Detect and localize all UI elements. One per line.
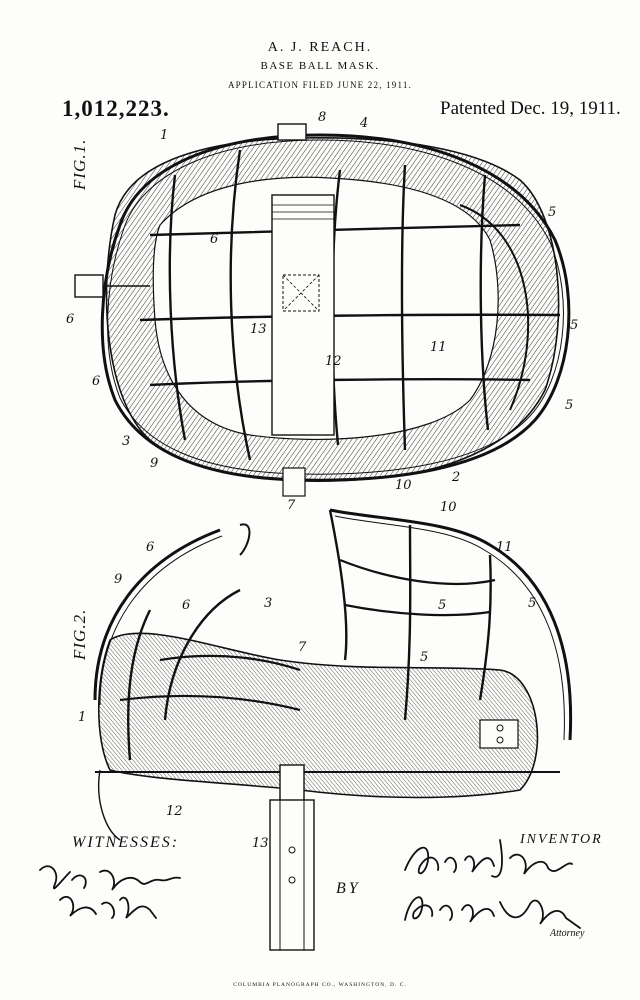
fig1-ref: 9: [150, 456, 159, 471]
fig1-ref: 6: [210, 232, 219, 247]
fig2-ref: 9: [114, 572, 123, 587]
witnesses-label: WITNESSES:: [72, 834, 180, 851]
fig1-ref: 6: [92, 374, 101, 389]
fig1-ref: 7: [287, 498, 296, 513]
fig1-ref: 13: [250, 322, 267, 337]
printer-imprint: COLUMBIA PLANOGRAPH CO., WASHINGTON, D. …: [233, 982, 407, 988]
fig2-ref: 5: [420, 650, 429, 665]
fig1-ref: 3: [122, 434, 131, 449]
patent-number: 1,012,223.: [62, 96, 170, 121]
fig2-ref: 3: [264, 596, 273, 611]
fig1-ref: 6: [66, 312, 75, 327]
fig1-ref: 1: [160, 128, 169, 143]
fig1-ref: 5: [565, 398, 574, 413]
fig1-mask-front-view: [74, 123, 571, 497]
fig2-ref: 1: [78, 710, 87, 725]
by-label: BY: [336, 880, 361, 897]
witness-signature-1: [39, 865, 181, 891]
fig2-ref: 13: [252, 836, 269, 851]
inventor-name: A. J. REACH.: [267, 40, 373, 55]
inventor-label: INVENTOR: [520, 832, 603, 847]
inventor-signature: [404, 839, 573, 878]
fig2-ref: 10: [440, 500, 457, 515]
fig1-ref: 8: [318, 110, 327, 125]
patent-title: BASE BALL MASK.: [260, 60, 380, 72]
fig1-ref: 2: [452, 470, 461, 485]
fig2-ref: 5: [438, 598, 447, 613]
fig2-ref: 12: [166, 804, 183, 819]
witness-signature-2: [59, 895, 157, 919]
fig1-ref: 11: [430, 340, 447, 355]
fig2-ref: 6: [146, 540, 155, 555]
fig1-ref: 5: [548, 205, 557, 220]
fig2-ref: 6: [182, 598, 191, 613]
patented-date: Patented Dec. 19, 1911.: [440, 98, 621, 119]
fig1-ref: 10: [395, 478, 412, 493]
attorney-signature: [404, 896, 581, 929]
application-filed: APPLICATION FILED JUNE 22, 1911.: [227, 80, 413, 90]
attorney-label: Attorney: [550, 928, 585, 939]
fig1-ref: 12: [325, 354, 342, 369]
fig2-ref: 5: [528, 596, 537, 611]
fig1-ref: 5: [570, 318, 579, 333]
fig2-ref: 7: [298, 640, 307, 655]
fig2-mask-side-view: [93, 508, 573, 951]
fig2-ref: 11: [496, 540, 513, 555]
fig1-ref: 4: [360, 116, 369, 131]
